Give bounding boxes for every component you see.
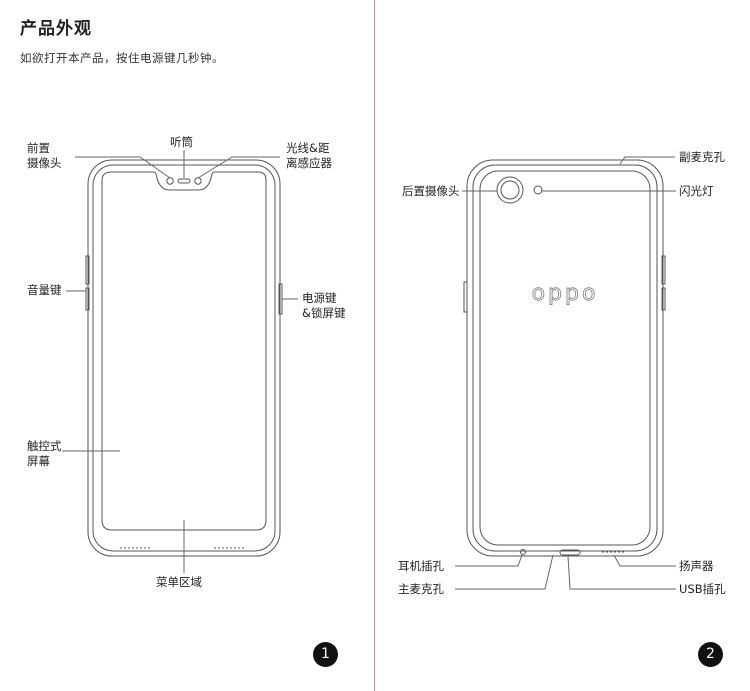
- label-speaker: 扬声器: [679, 559, 714, 573]
- page-number-badge: 1: [313, 642, 338, 667]
- back-phone-diagram: [463, 159, 666, 557]
- label-front-camera: 前置 摄像头: [27, 141, 62, 170]
- label-secondary-mic: 副麦克孔: [679, 150, 725, 164]
- page-title: 产品外观: [20, 19, 92, 39]
- label-usb-port: USB插孔: [679, 582, 726, 596]
- page-number-badge: 2: [698, 642, 723, 667]
- label-main-mic: 主麦克孔: [398, 582, 444, 596]
- label-touchscreen: 触控式 屏幕: [27, 439, 62, 468]
- label-volume-key: 音量键: [27, 283, 62, 297]
- page-divider: [374, 0, 375, 691]
- label-menu-area: 菜单区域: [156, 575, 202, 589]
- label-rear-camera: 后置摄像头: [402, 184, 460, 198]
- label-flash: 闪光灯: [679, 184, 714, 198]
- oppo-logo: oppo: [532, 281, 599, 306]
- label-headphone-jack: 耳机插孔: [398, 559, 444, 573]
- label-earpiece: 听筒: [170, 135, 193, 149]
- label-light-proximity-sensor: 光线&距 离感应器: [286, 141, 332, 170]
- label-power-lock-key: 电源键 &锁屏键: [302, 291, 346, 320]
- page-subtitle: 如欲打开本产品，按住电源键几秒钟。: [20, 51, 224, 65]
- front-phone-diagram: [85, 159, 283, 557]
